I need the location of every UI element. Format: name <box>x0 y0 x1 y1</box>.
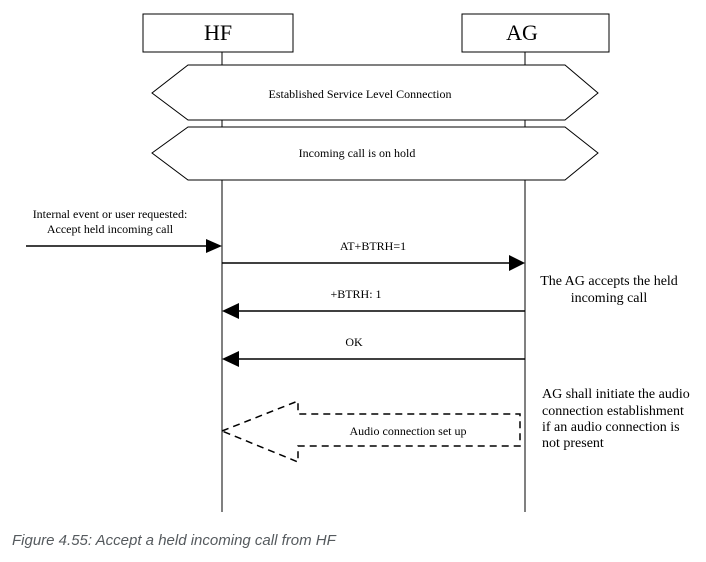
ag-box <box>461 13 610 53</box>
figure-caption: Figure 4.55: Accept a held incoming call… <box>12 532 336 549</box>
slc-label: Established Service Level Connection <box>269 87 452 101</box>
hold-label: Incoming call is on hold <box>299 146 416 160</box>
slc-hexagon: Established Service Level Connection <box>151 64 599 121</box>
hold-hexagon: Incoming call is on hold <box>151 126 599 181</box>
audio-connection-label: Audio connection set up <box>350 424 467 438</box>
trigger-note: Internal event or user requested: Accept… <box>33 207 188 236</box>
accept-note-line2: incoming call <box>571 291 648 306</box>
audio-note-line3: if an audio connection is <box>542 420 680 435</box>
ok-label: OK <box>345 335 363 349</box>
audio-note-line2: connection establishment <box>542 404 684 419</box>
btrh-response-label: +BTRH: 1 <box>330 287 381 301</box>
audio-note: AG shall initiate the audio connection e… <box>542 387 690 451</box>
trigger-line2: Accept held incoming call <box>47 222 174 236</box>
hf-label: HF <box>204 20 232 45</box>
ag-label: AG <box>506 20 538 45</box>
audio-note-line4: not present <box>542 436 604 451</box>
ok-arrow: OK <box>222 335 525 367</box>
audio-connection-arrow: Audio connection set up <box>219 399 521 464</box>
accept-note: The AG accepts the held incoming call <box>540 274 678 306</box>
ag-entity: AG <box>461 13 610 53</box>
hf-entity: HF <box>142 13 294 53</box>
audio-note-line1: AG shall initiate the audio <box>542 387 690 402</box>
hf-box <box>142 13 294 53</box>
trigger-arrow <box>26 239 222 253</box>
accept-note-line1: The AG accepts the held <box>540 274 678 289</box>
btrh-response-arrow: +BTRH: 1 <box>222 287 525 319</box>
btrh-command-arrow: AT+BTRH=1 <box>222 239 525 271</box>
btrh-command-label: AT+BTRH=1 <box>340 239 406 253</box>
trigger-line1: Internal event or user requested: <box>33 207 188 221</box>
